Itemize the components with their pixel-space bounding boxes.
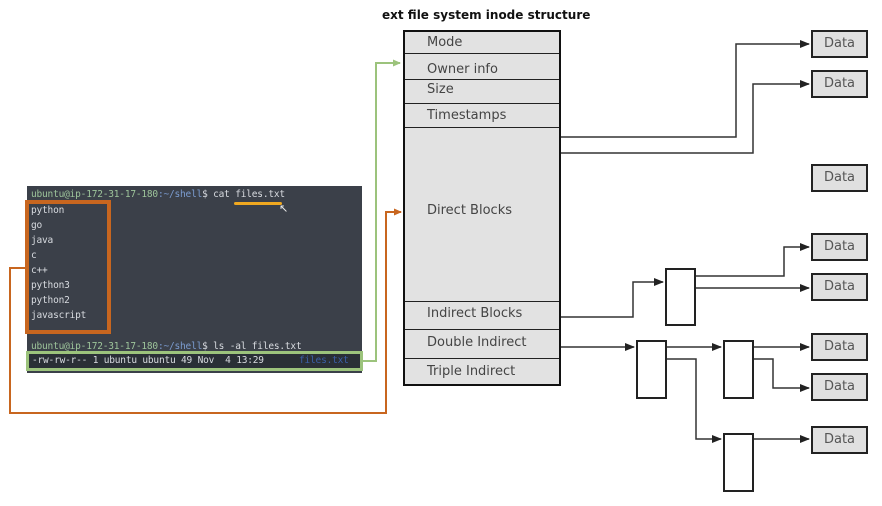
field-indirect-blocks: Indirect Blocks — [405, 302, 559, 330]
field-size: Size — [405, 80, 559, 104]
output-line: javascript — [31, 310, 87, 321]
double-indirect-block-l2a — [723, 340, 754, 399]
output-line: java — [31, 235, 54, 246]
prompt-command: $ cat files.txt — [202, 189, 285, 200]
green-pointer-line — [363, 59, 401, 362]
output-line: python3 — [31, 280, 70, 291]
double-l1-to-l2b — [667, 358, 722, 443]
prompt-path: :~/shell — [157, 341, 203, 352]
output-line: c++ — [31, 265, 48, 276]
command-underline — [234, 202, 282, 205]
diagram-title: ext file system inode structure — [382, 8, 591, 22]
data-block: Data — [811, 30, 868, 58]
data-block: Data — [811, 373, 868, 401]
prompt-line-1: ubuntu@ip-172-31-17-180:~/shell$ cat fil… — [31, 189, 285, 200]
double-indirect-block-l2b — [723, 433, 754, 492]
data-block: Data — [811, 70, 868, 98]
direct-link-2 — [561, 80, 810, 154]
field-direct-blocks: Direct Blocks — [405, 128, 559, 302]
prompt-user: ubuntu@ip-172-31-17-180 — [31, 341, 158, 352]
field-owner-info: Owner info — [405, 54, 559, 80]
data-block: Data — [811, 233, 868, 261]
field-triple-indirect: Triple Indirect — [427, 364, 516, 379]
output-line: python — [31, 205, 65, 216]
mouse-cursor-icon: ↖ — [279, 202, 289, 215]
output-line: python2 — [31, 295, 70, 306]
indirect-block — [665, 268, 696, 326]
field-mode: Mode — [405, 32, 559, 54]
output-line: c — [31, 250, 37, 261]
ls-result-highlight: -rw-rw-r-- 1 ubuntu ubuntu 49 Nov 4 13:2… — [26, 351, 363, 371]
ls-result: -rw-rw-r-- 1 ubuntu ubuntu 49 Nov 4 13:2… — [32, 355, 264, 366]
file-content-highlight — [25, 200, 111, 334]
inode-table: Mode Owner info Size Timestamps Direct B… — [403, 30, 561, 386]
indirect-data-1 — [696, 243, 810, 277]
ls-filename: files.txt — [299, 355, 349, 366]
double-indirect-block-l1 — [636, 340, 667, 399]
prompt-user: ubuntu@ip-172-31-17-180 — [31, 189, 158, 200]
double-l2a-data-2 — [754, 358, 810, 392]
prompt-line-2: ubuntu@ip-172-31-17-180:~/shell$ ls -al … — [31, 341, 302, 352]
data-block: Data — [811, 273, 868, 301]
direct-link-1 — [561, 40, 810, 138]
data-block: Data — [811, 164, 868, 192]
output-line: go — [31, 220, 43, 231]
prompt-path: :~/shell — [157, 189, 203, 200]
data-block: Data — [811, 426, 868, 454]
field-double-indirect: Double Indirect — [405, 330, 559, 359]
indirect-link — [561, 278, 664, 318]
prompt-command: $ ls -al files.txt — [202, 341, 302, 352]
terminal-window: ubuntu@ip-172-31-17-180:~/shell$ cat fil… — [27, 186, 362, 373]
field-timestamps: Timestamps — [405, 104, 559, 128]
data-block: Data — [811, 333, 868, 361]
orange-pointer-line — [9, 208, 402, 414]
